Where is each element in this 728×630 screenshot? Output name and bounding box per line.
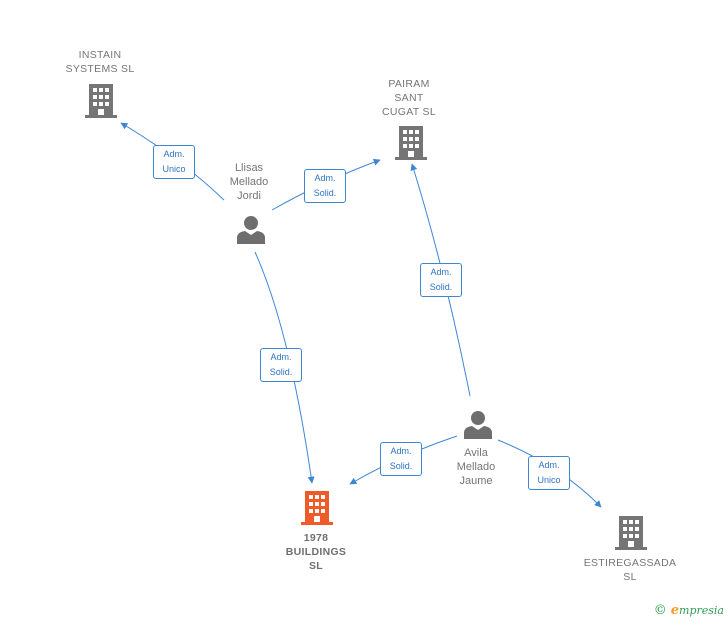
person-icon[interactable]	[463, 409, 493, 439]
person-icon[interactable]	[236, 214, 266, 244]
relation-label: Adm. Unico	[528, 456, 570, 490]
relation-label: Adm. Solid.	[380, 442, 422, 476]
company-name[interactable]: 1978 BUILDINGS SL	[285, 532, 347, 572]
building-icon[interactable]	[615, 516, 647, 550]
building-icon[interactable]	[301, 491, 333, 525]
relation-label: Adm. Solid.	[420, 263, 462, 297]
company-name[interactable]: INSTAIN SYSTEMS SL	[65, 49, 135, 75]
company-name[interactable]: PAIRAM SANT CUGAT SL	[382, 78, 436, 118]
copyright-symbol: ©	[653, 603, 667, 618]
relation-label: Adm. Unico	[153, 145, 195, 179]
relation-label: Adm. Solid.	[260, 348, 302, 382]
person-name[interactable]: Avila Mellado Jaume	[456, 447, 496, 487]
company-name[interactable]: ESTIREGASSADA SL	[583, 557, 677, 583]
relation-label: Adm. Solid.	[304, 169, 346, 203]
brand-logo-initial: e	[670, 603, 680, 618]
brand-watermark: ©empresia	[654, 603, 724, 618]
building-icon[interactable]	[395, 126, 427, 160]
brand-name: mpresia	[679, 604, 724, 617]
building-icon[interactable]	[85, 84, 117, 118]
person-name[interactable]: Llisas Mellado Jordi	[229, 162, 269, 202]
